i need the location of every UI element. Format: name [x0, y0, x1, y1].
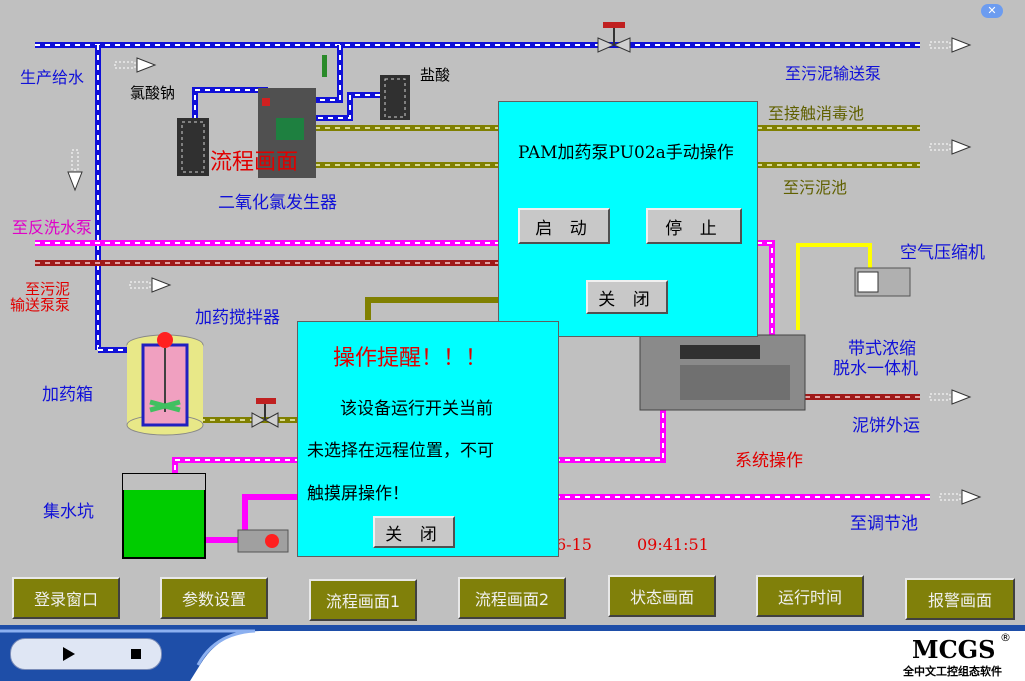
- pam-dialog-title: PAM加药泵PU02a手动操作: [518, 143, 734, 163]
- naclo-tank: [177, 118, 209, 176]
- alert-line-2: 未选择在远程位置，不可: [307, 441, 494, 461]
- bottom-bar: MCGS ® 全中文工控组态软件: [0, 625, 1025, 681]
- nav-alarm-button[interactable]: 报警画面: [905, 578, 1015, 620]
- label-naclo: 氯酸钠: [130, 84, 176, 102]
- process-diagram: [35, 22, 982, 559]
- clo2-generator: [258, 55, 327, 178]
- label-water-supply: 生产给水: [20, 68, 85, 87]
- valve-dosing: [251, 398, 279, 428]
- label-sump: 集水坑: [43, 502, 94, 522]
- label-to-sludge-pump-2: 输送泵泵: [10, 296, 71, 314]
- label-dosing-tank: 加药箱: [42, 385, 93, 405]
- label-dosing-mixer: 加药搅拌器: [195, 308, 280, 328]
- label-air-compressor: 空气压缩机: [900, 243, 985, 263]
- label-to-sludge-tank: 至污泥池: [783, 178, 848, 197]
- nav-params-button[interactable]: 参数设置: [160, 577, 268, 619]
- label-clo2-generator: 二氧化氯发生器: [218, 193, 337, 213]
- window-close-button[interactable]: ✕: [981, 4, 1003, 18]
- label-flow-screen: 流程画面: [210, 150, 299, 175]
- play-icon[interactable]: [63, 647, 75, 661]
- flow-arrows: [67, 37, 982, 505]
- brand-reg: ®: [1000, 631, 1011, 644]
- label-cake-out: 泥饼外运: [852, 416, 920, 436]
- nav-flow2-button[interactable]: 流程画面2: [458, 577, 566, 619]
- alert-line-3: 触摸屏操作！: [307, 484, 409, 504]
- hcl-tank: [380, 75, 410, 120]
- belt-machine: [639, 334, 806, 411]
- alert-line-1: 该设备运行开关当前: [340, 399, 493, 419]
- label-to-sludge-pump-top: 至污泥输送泵: [785, 64, 882, 83]
- valve-top: [597, 22, 631, 53]
- system-op-link[interactable]: 系统操作: [735, 451, 803, 471]
- label-belt-machine-2: 脱水一体机: [833, 359, 918, 379]
- label-to-backwash: 至反洗水泵: [12, 218, 93, 237]
- backwash-pipes: [35, 240, 930, 543]
- sump-pump: [237, 529, 289, 553]
- pam-close-button[interactable]: 关 闭: [586, 280, 668, 314]
- air-pipe: [796, 243, 872, 330]
- alert-close-button[interactable]: 关 闭: [373, 516, 455, 548]
- player-controls: [10, 638, 162, 670]
- stop-button[interactable]: 停 止: [646, 208, 742, 244]
- label-to-contact-tank: 至接触消毒池: [768, 104, 865, 123]
- start-button[interactable]: 启 动: [518, 208, 610, 244]
- alert-title: 操作提醒！！！: [333, 346, 488, 371]
- sump-vessel: [122, 473, 206, 559]
- stop-icon[interactable]: [131, 649, 141, 659]
- time-readout: 09:41:51: [637, 535, 709, 554]
- sludge-pipes: [35, 260, 920, 400]
- brand-logo: MCGS: [912, 635, 996, 664]
- label-to-regulating-tank: 至调节池: [850, 514, 918, 534]
- dosing-tank-vessel: [126, 332, 204, 436]
- nav-runtime-button[interactable]: 运行时间: [756, 575, 864, 617]
- nav-status-button[interactable]: 状态画面: [608, 575, 716, 617]
- chem-pipes: [200, 125, 920, 423]
- nav-flow1-button[interactable]: 流程画面1: [309, 579, 417, 621]
- label-to-sludge-pump-1: 至污泥: [25, 280, 71, 298]
- air-compressor-unit: [854, 267, 911, 297]
- alert-dialog: 操作提醒！！！ 该设备运行开关当前 未选择在远程位置，不可 触摸屏操作！ 关 闭: [297, 321, 559, 557]
- label-belt-machine-1: 带式浓缩: [848, 339, 916, 359]
- nav-login-button[interactable]: 登录窗口: [12, 577, 120, 619]
- date-readout: 6-15: [556, 535, 592, 554]
- label-hcl: 盐酸: [420, 66, 451, 84]
- brand-tagline: 全中文工控组态软件: [903, 665, 1002, 678]
- pam-dialog: PAM加药泵PU02a手动操作 启 动 停 止 关 闭: [498, 101, 758, 337]
- bottom-bar-swoosh: [0, 625, 1025, 681]
